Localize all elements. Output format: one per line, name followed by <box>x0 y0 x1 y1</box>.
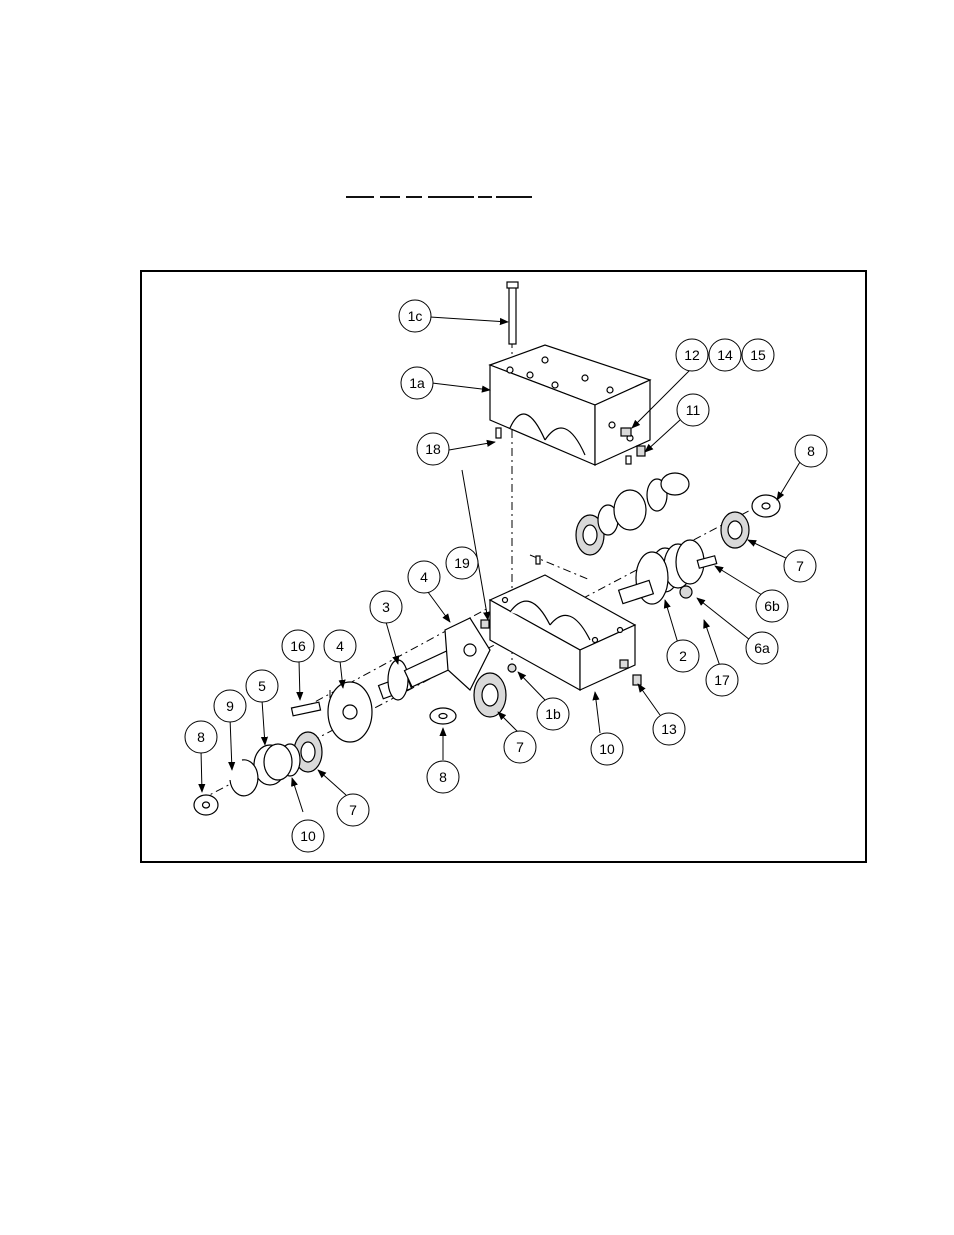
callout-10-left: 10 <box>292 820 324 852</box>
callout-8-center: 8 <box>427 761 459 793</box>
svg-text:1a: 1a <box>409 375 425 391</box>
part-bottom-housing-10 <box>490 556 641 690</box>
callout-9: 9 <box>214 690 246 722</box>
svg-text:13: 13 <box>661 721 677 737</box>
svg-text:6a: 6a <box>754 640 770 656</box>
svg-text:8: 8 <box>807 443 815 459</box>
callout-11: 11 <box>677 394 709 426</box>
svg-text:9: 9 <box>226 698 234 714</box>
svg-text:1c: 1c <box>408 308 423 324</box>
svg-text:17: 17 <box>714 672 730 688</box>
svg-text:11: 11 <box>686 402 701 418</box>
svg-text:8: 8 <box>197 729 205 745</box>
svg-text:4: 4 <box>420 569 428 585</box>
svg-text:15: 15 <box>750 347 766 363</box>
part-top-housing-1a <box>490 345 650 465</box>
svg-text:10: 10 <box>300 828 316 844</box>
svg-text:1b: 1b <box>545 706 561 722</box>
callout-17: 17 <box>706 664 738 696</box>
part-bolt-1c <box>507 282 518 344</box>
svg-text:7: 7 <box>349 802 357 818</box>
callout-8-right: 8 <box>795 435 827 467</box>
callout-8-left: 8 <box>185 721 217 753</box>
callout-1a: 1a <box>401 367 433 399</box>
callout-7-left: 7 <box>337 794 369 826</box>
part-bearing-center <box>474 673 506 717</box>
callout-15: 15 <box>742 339 774 371</box>
part-bolt-16 <box>291 702 320 716</box>
part-washer-8-center <box>430 708 456 724</box>
svg-text:7: 7 <box>796 558 804 574</box>
svg-text:14: 14 <box>717 347 733 363</box>
svg-text:3: 3 <box>382 599 390 615</box>
svg-text:6b: 6b <box>764 598 780 614</box>
svg-text:12: 12 <box>684 347 700 363</box>
callout-4-left: 4 <box>324 630 356 662</box>
svg-text:4: 4 <box>336 638 344 654</box>
callout-16: 16 <box>282 630 314 662</box>
callout-13: 13 <box>653 713 685 745</box>
svg-text:7: 7 <box>516 739 524 755</box>
callout-14: 14 <box>709 339 741 371</box>
callout-18: 18 <box>417 433 449 465</box>
part-bearing-upper <box>576 473 689 555</box>
svg-text:5: 5 <box>258 678 266 694</box>
callout-10-center: 10 <box>591 733 623 765</box>
part-snap-ring-9 <box>230 760 258 796</box>
callout-7-right: 7 <box>784 550 816 582</box>
svg-text:19: 19 <box>454 555 470 571</box>
callout-4-right: 4 <box>408 561 440 593</box>
part-bearing-right <box>721 512 749 548</box>
callout-3: 3 <box>370 591 402 623</box>
part-plate-4-left <box>328 682 372 742</box>
part-screw-19 <box>481 620 489 628</box>
callout-1c: 1c <box>399 300 431 332</box>
callout-12: 12 <box>676 339 708 371</box>
part-washer-8-left <box>194 795 218 815</box>
svg-text:2: 2 <box>679 648 687 664</box>
svg-text:18: 18 <box>425 441 441 457</box>
part-washer-8-right <box>752 495 780 517</box>
callout-5: 5 <box>246 670 278 702</box>
callout-6a: 6a <box>746 632 778 664</box>
svg-text:8: 8 <box>439 769 447 785</box>
callout-2: 2 <box>667 640 699 672</box>
callout-19: 19 <box>446 547 478 579</box>
svg-text:16: 16 <box>290 638 306 654</box>
callout-1b: 1b <box>537 698 569 730</box>
callout-6b: 6b <box>756 590 788 622</box>
callout-7-center: 7 <box>504 731 536 763</box>
part-housing-5 <box>254 744 292 785</box>
svg-text:10: 10 <box>599 741 615 757</box>
